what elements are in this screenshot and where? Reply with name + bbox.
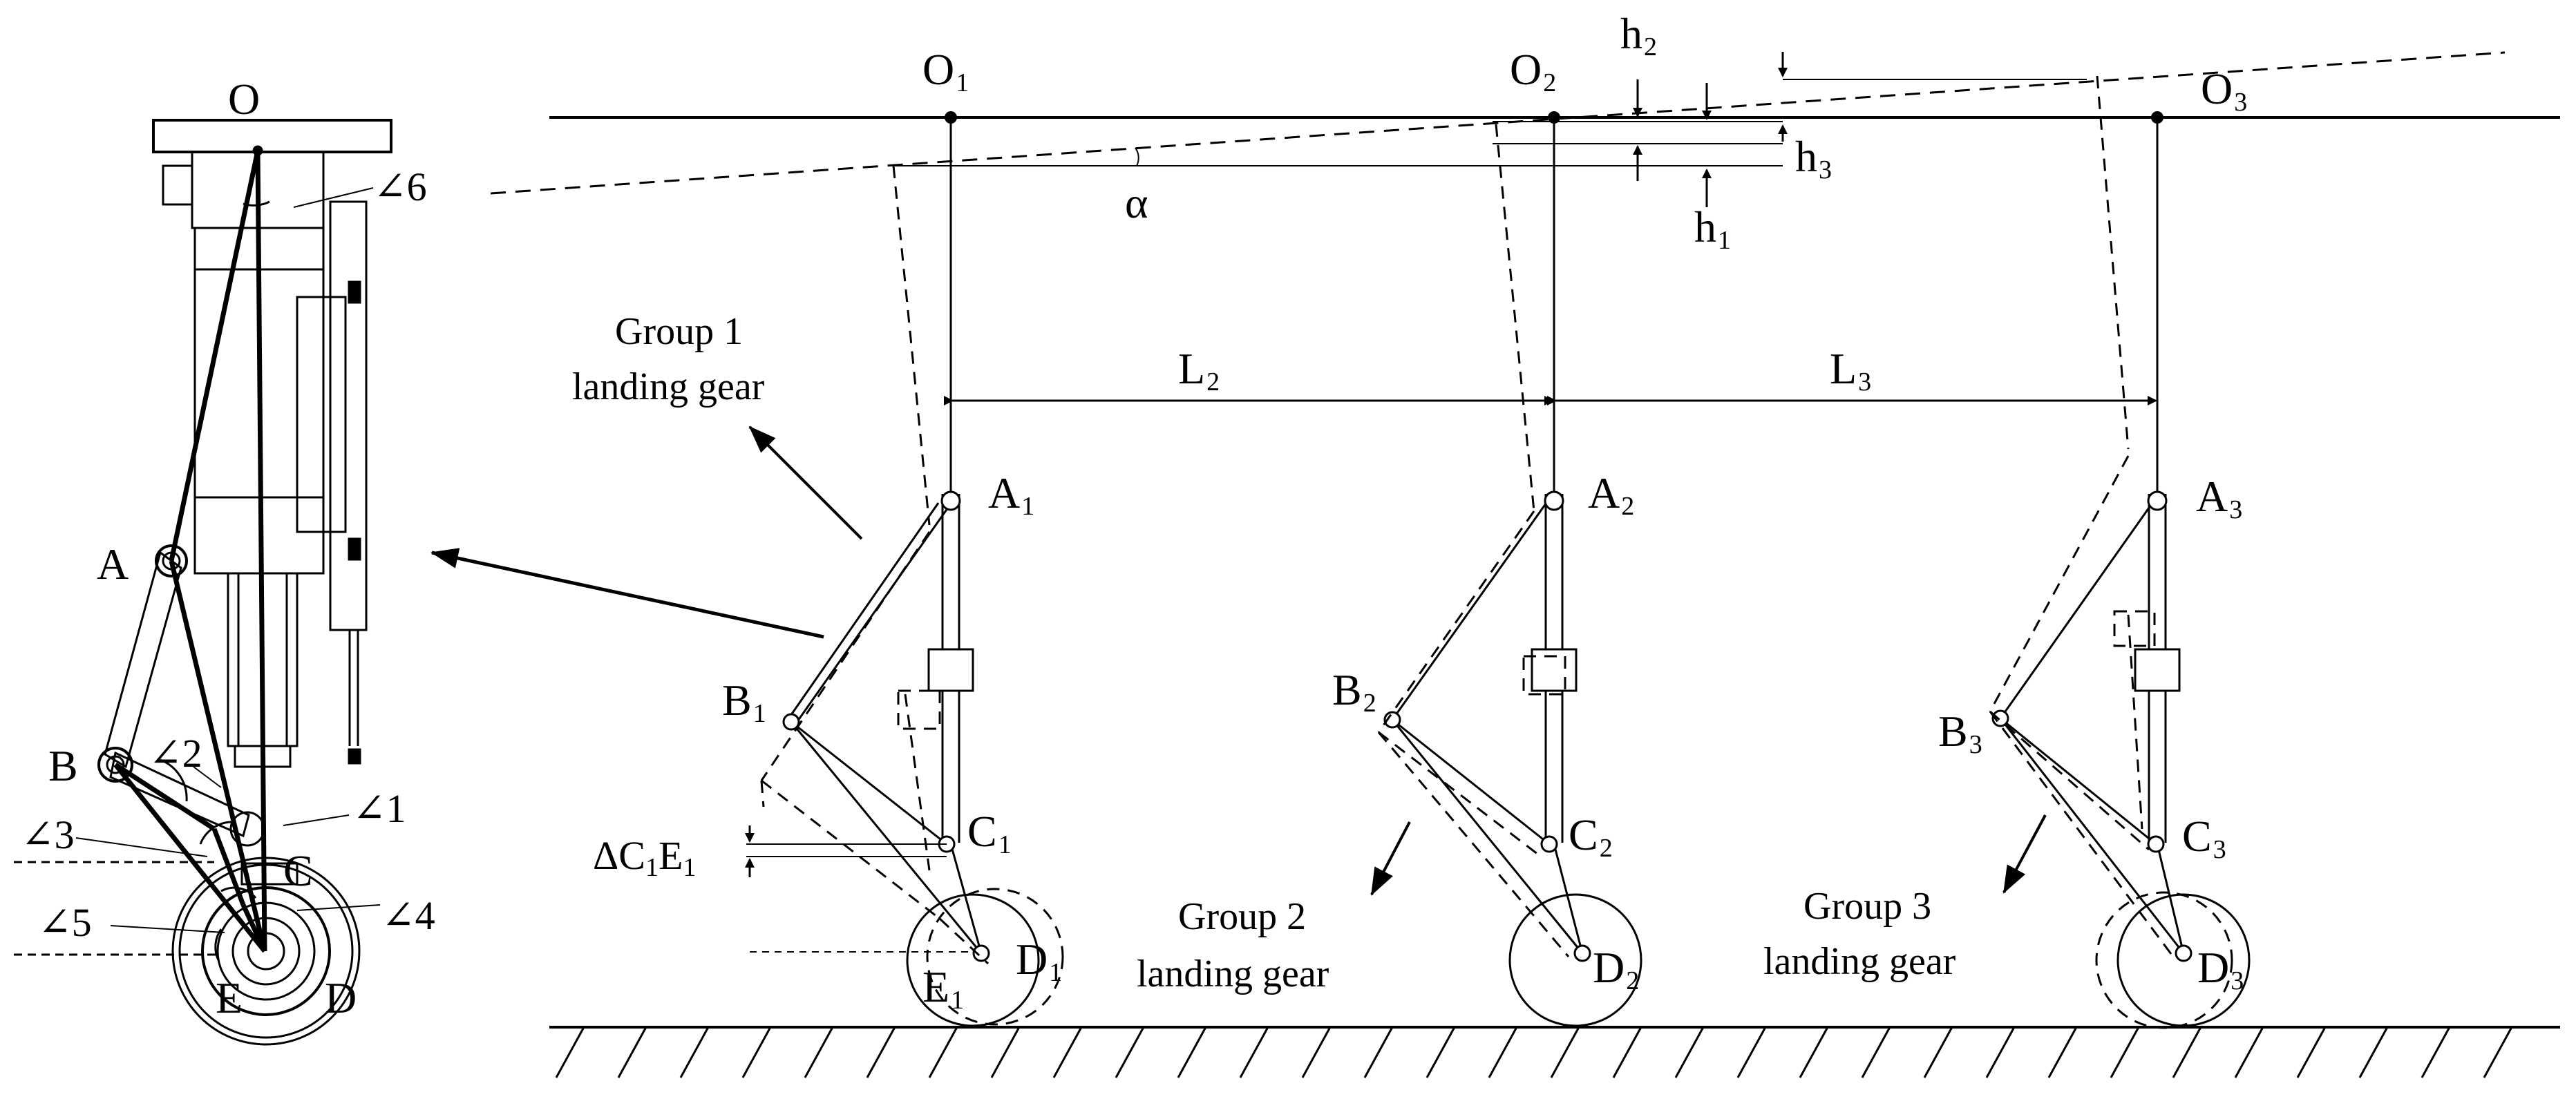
- line-c-e: [211, 828, 246, 906]
- label-l3: L3: [1830, 344, 1871, 396]
- label-b3: B3: [1938, 707, 1982, 759]
- inclined-line: [490, 51, 2506, 195]
- caption-group1-line2: landing gear: [572, 365, 765, 408]
- line-b-d: [113, 763, 267, 953]
- detail-label-e: E: [216, 973, 243, 1022]
- detail-pointer-arrow: [430, 548, 824, 639]
- label-c2: C2: [1569, 810, 1613, 863]
- caption-group1-line1: Group 1: [615, 310, 743, 353]
- detail-angle-5: ∠5: [38, 900, 92, 945]
- detail-landing-gear: [14, 119, 392, 1046]
- detail-angle-2: ∠2: [149, 731, 202, 776]
- label-h1: h1: [1694, 202, 1731, 255]
- caption-group3-line1: Group 3: [1803, 885, 1931, 928]
- label-h2: h2: [1620, 9, 1657, 61]
- detail-angle-1: ∠1: [352, 786, 406, 831]
- label-e1: E1: [922, 962, 964, 1015]
- detail-angle-3: ∠3: [21, 812, 75, 857]
- detail-label-b: B: [48, 741, 78, 790]
- line-o-a: [169, 150, 261, 562]
- label-o3: O3: [2201, 64, 2247, 117]
- label-a2: A2: [1588, 468, 1634, 521]
- group2-arrow: [1370, 821, 1411, 896]
- label-c1: C1: [967, 807, 1012, 859]
- main-drawing: [490, 51, 2560, 1078]
- gear-1: [760, 117, 1064, 1027]
- label-o2: O2: [1510, 45, 1556, 97]
- label-h3: h3: [1795, 132, 1832, 184]
- line-o-d: [255, 150, 267, 952]
- actuator-column: [329, 200, 368, 631]
- group1-arrow: [748, 426, 863, 540]
- label-l2: L2: [1178, 344, 1220, 396]
- caption-group2-line2: landing gear: [1137, 953, 1329, 995]
- detail-label-a: A: [97, 539, 129, 589]
- label-a3: A3: [2196, 472, 2242, 524]
- mount-plate: [152, 119, 392, 153]
- pivot-b: [97, 747, 133, 783]
- line-e-d: [240, 904, 267, 953]
- group3-arrow: [2002, 814, 2047, 894]
- detail-label-d: D: [325, 973, 357, 1022]
- label-d1: D1: [1016, 935, 1062, 987]
- gear-3: [1989, 75, 2251, 1029]
- detail-label-o: O: [228, 75, 260, 124]
- caption-group3-line2: landing gear: [1763, 940, 1956, 983]
- label-o1: O1: [922, 45, 969, 97]
- label-c3: C3: [2182, 812, 2226, 864]
- label-d2: D2: [1593, 943, 1639, 995]
- label-b2: B2: [1332, 665, 1376, 718]
- label-a1: A1: [988, 468, 1034, 521]
- pivot-a: [155, 544, 188, 577]
- line-b-c: [114, 763, 216, 831]
- label-delta-c1e1: ΔC1E1: [593, 833, 696, 882]
- label-alpha: α: [1125, 178, 1148, 227]
- caption-group2-line1: Group 2: [1178, 895, 1306, 938]
- side-lug: [162, 164, 193, 206]
- detail-angle-6: ∠6: [373, 164, 427, 209]
- ground-hatch: [555, 1026, 2513, 1078]
- label-d3: D3: [2197, 943, 2244, 995]
- label-b1: B1: [722, 676, 766, 728]
- detail-label-c: C: [283, 846, 313, 895]
- line-a-d: [169, 560, 267, 952]
- detail-angle-4: ∠4: [381, 893, 435, 938]
- gear-2: [1377, 117, 1642, 1027]
